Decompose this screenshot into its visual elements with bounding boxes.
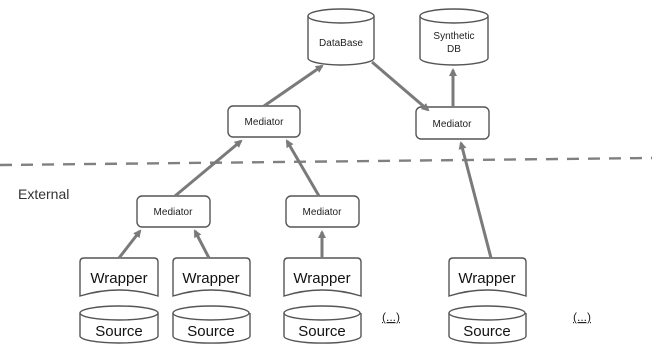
wrapper-2: Wrapper — [172, 257, 251, 297]
more-sources-marker: (...) — [382, 310, 400, 324]
source-label: Source — [187, 323, 235, 340]
wrapper-1: Wrapper — [79, 257, 159, 297]
source-4: Source — [448, 305, 527, 344]
synthetic-db-label-line2: DB — [447, 44, 461, 55]
mediator-label: Mediator — [303, 207, 343, 218]
arrow-database-to-mediator — [371, 60, 430, 112]
mediator-box-bottom-left: Mediator — [136, 195, 211, 228]
synthetic-db-cylinder: Synthetic DB — [419, 8, 489, 66]
synthetic-db-label-line1: Synthetic — [433, 31, 474, 42]
database-label: DataBase — [319, 38, 363, 49]
wrapper-label: Wrapper — [458, 270, 515, 287]
mediator-label: Mediator — [433, 119, 473, 130]
more-sources-marker: (...) — [573, 310, 591, 324]
source-label: Source — [298, 323, 346, 340]
wrapper-label: Wrapper — [182, 270, 239, 287]
mediator-box-top-right: Mediator — [415, 106, 490, 140]
arrow-wrapper4-to-mediator — [458, 141, 493, 259]
wrapper-label: Wrapper — [293, 270, 350, 287]
mediator-label: Mediator — [154, 207, 194, 218]
wrapper-4: Wrapper — [448, 257, 527, 297]
mediator-box-bottom-mid: Mediator — [285, 195, 360, 228]
arrow-wrapper2-to-mediator — [193, 229, 211, 259]
database-cylinder: DataBase — [307, 8, 375, 66]
wrapper-3: Wrapper — [283, 257, 362, 297]
arrow-mediator-to-mediator-mid — [285, 139, 321, 197]
source-label: Source — [463, 323, 511, 340]
source-label: Source — [95, 323, 143, 340]
external-boundary-line — [0, 156, 652, 167]
arrow-mediator-to-database — [263, 64, 324, 108]
wrapper-label: Wrapper — [90, 270, 147, 287]
source-3: Source — [283, 305, 362, 344]
arrow-mediator-to-mediator-left — [174, 139, 243, 198]
source-2: Source — [172, 305, 251, 344]
mediator-box-top-left: Mediator — [227, 105, 301, 138]
external-label: External — [18, 186, 69, 202]
arrow-wrapper1-to-mediator — [117, 229, 142, 259]
mediator-label: Mediator — [245, 117, 285, 128]
source-1: Source — [79, 305, 159, 344]
